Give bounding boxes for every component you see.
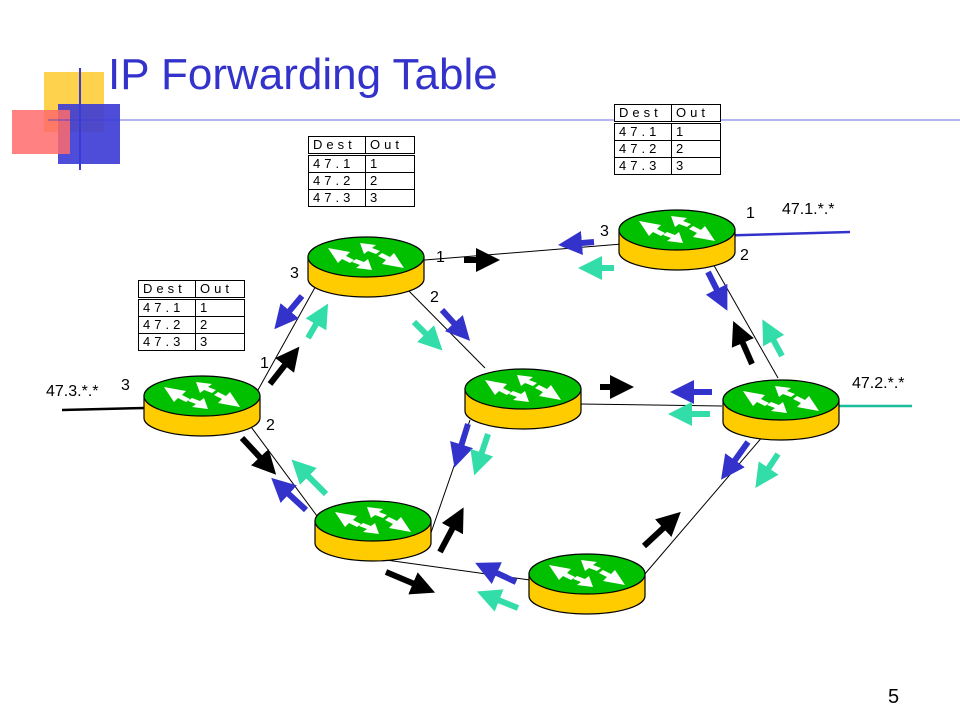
table-header-dest: Dest (308, 136, 366, 156)
arrow-black (239, 435, 277, 475)
arrow-black (267, 346, 300, 386)
link-left-top (257, 281, 319, 391)
arrow-blue (721, 440, 751, 480)
net1-label: 47.1.*.* (782, 201, 834, 218)
teal-arrows (291, 256, 785, 612)
arrow-black (437, 507, 464, 554)
port-label: 2 (266, 417, 275, 434)
arrow-teal (305, 303, 329, 340)
slide-title: IP Forwarding Table (108, 50, 498, 99)
net3-link (61, 406, 146, 412)
table-header-dest: Dest (138, 280, 196, 300)
arrow-blue (475, 562, 518, 585)
table-header-out: Out (365, 136, 415, 156)
router-left (143, 375, 261, 437)
net3-label: 47.3.*.* (46, 383, 98, 400)
blue-arrows (271, 231, 751, 585)
link-center-right (579, 403, 723, 407)
table-header-dest: Dest (614, 104, 672, 124)
port-label: 3 (121, 377, 130, 394)
net2-label: 47.2.*.* (852, 375, 904, 392)
link-top-center (399, 281, 486, 369)
table-header-out: Out (671, 104, 721, 124)
port-label: 3 (290, 265, 299, 282)
arrow-blue (274, 294, 305, 330)
arrow-blue (439, 307, 471, 341)
arrow-blue (450, 423, 474, 468)
arrow-teal (476, 589, 520, 612)
port-label: 1 (436, 249, 445, 266)
port-label: 1 (260, 355, 269, 372)
arrow-black (641, 511, 681, 549)
port-label: 1 (746, 205, 755, 222)
router-topright (618, 209, 736, 271)
arrow-teal (411, 319, 443, 351)
arrow-teal (291, 459, 329, 497)
link-topright-right (711, 261, 779, 379)
arrow-blue (705, 270, 728, 311)
link-left-bottom (239, 411, 321, 521)
arrow-blue (271, 477, 309, 513)
router-bottomright (528, 553, 646, 615)
link-top-topright (399, 243, 623, 263)
port-label: 2 (740, 247, 749, 264)
port-label: 2 (430, 289, 439, 306)
arrow-teal (470, 433, 494, 476)
router-right (722, 379, 840, 441)
link-right-bottomright (637, 413, 783, 583)
router-center (464, 368, 582, 430)
forward-arrows (239, 248, 755, 595)
router-top (307, 236, 425, 298)
table-header-out: Out (195, 280, 245, 300)
arrow-black (731, 321, 755, 366)
slide-logo-icon (12, 68, 960, 170)
router-bottom (314, 500, 432, 562)
port-label: 3 (600, 223, 609, 240)
arrow-black (384, 569, 436, 595)
page-number: 5 (888, 686, 900, 708)
arrow-teal (755, 452, 781, 488)
arrow-blue (558, 231, 595, 255)
arrow-teal (762, 319, 785, 358)
routers (143, 209, 840, 615)
